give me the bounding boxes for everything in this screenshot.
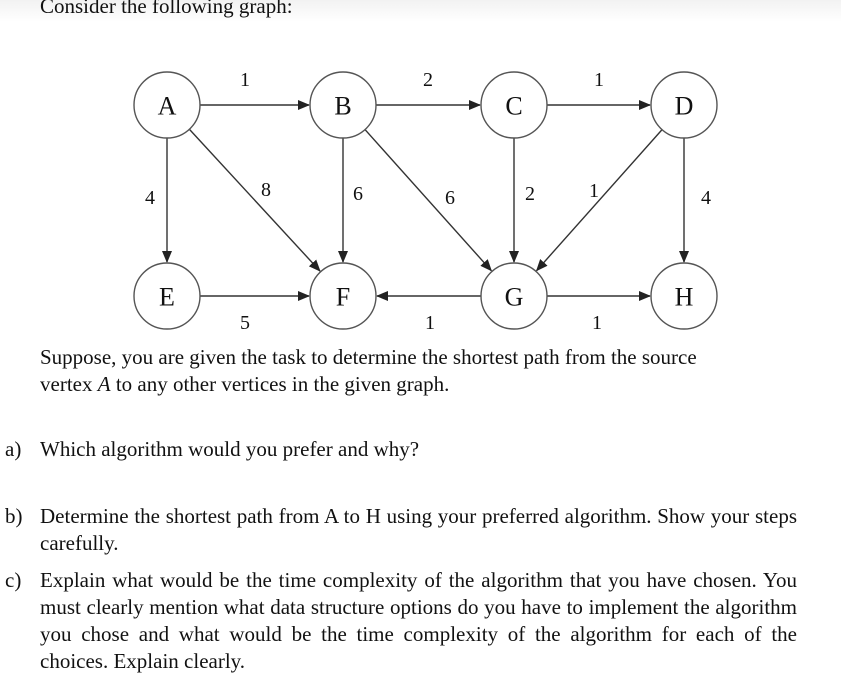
question-a: a) Which algorithm would you prefer and … [0,436,800,464]
node-h-circle [650,262,718,330]
node-h-label: H [675,283,694,312]
weighted-directed-graph: 1 2 1 4 8 6 6 2 1 4 5 1 1 A B C D E F G H [133,69,718,334]
edge-b-g [364,129,492,272]
weight-a-b: 1 [240,69,250,91]
node-g: G [480,262,548,330]
weight-b-c: 2 [423,69,433,91]
question-b: b) Determine the shortest path from A to… [0,503,800,559]
node-b-circle [309,71,377,139]
node-g-circle [480,262,548,330]
problem-line-2: vertex A to any other vertices in the gi… [40,371,800,398]
top-edge-shadow [0,0,841,22]
source-vertex-variable: A [97,372,111,396]
problem-line-1: Suppose, you are given the task to deter… [40,345,697,369]
node-f: F [309,262,377,330]
weight-g-f: 1 [425,312,435,334]
node-e: E [133,262,201,330]
node-d: D [650,71,718,139]
problem-line-2-suffix: to any other vertices in the given graph… [110,372,450,396]
weight-c-d: 1 [594,69,604,91]
node-e-label: E [159,283,175,312]
node-c-label: C [505,92,522,121]
weight-a-e: 4 [145,187,155,209]
node-a-label: A [158,92,177,121]
node-c-circle [480,71,548,139]
question-b-text: Determine the shortest path from A to H … [40,504,797,555]
node-e-circle [133,262,201,330]
problem-statement: Suppose, you are given the task to deter… [40,344,800,398]
node-b: B [309,71,377,139]
weight-d-g: 1 [589,180,599,202]
question-a-text: Which algorithm would you prefer and why… [40,437,420,461]
weight-a-f: 8 [261,179,271,201]
node-c: C [480,71,548,139]
intro-text: Consider the following graph: [40,0,293,18]
question-c-letter: c) [5,568,22,592]
weight-d-h: 4 [701,187,711,209]
question-a-letter: a) [5,437,22,461]
weight-b-g: 6 [445,187,455,209]
node-a: A [133,71,201,139]
weight-g-h: 1 [592,312,602,334]
node-f-label: F [336,283,350,312]
problem-line-2-prefix: vertex [40,372,98,396]
weight-b-f: 6 [353,183,363,205]
node-b-label: B [334,92,351,121]
weight-e-f: 5 [240,312,250,334]
node-f-circle [309,262,377,330]
node-d-label: D [675,92,694,121]
question-c-text: Explain what would be the time complexit… [40,568,797,673]
node-a-circle [133,71,201,139]
question-c: c) Explain what would be the time comple… [0,567,800,677]
question-b-letter: b) [5,504,23,528]
edge-a-f [188,128,321,272]
node-g-label: G [505,283,524,312]
node-h: H [650,262,718,330]
edge-d-g [535,129,663,272]
weight-c-g: 2 [525,183,535,205]
node-d-circle [650,71,718,139]
